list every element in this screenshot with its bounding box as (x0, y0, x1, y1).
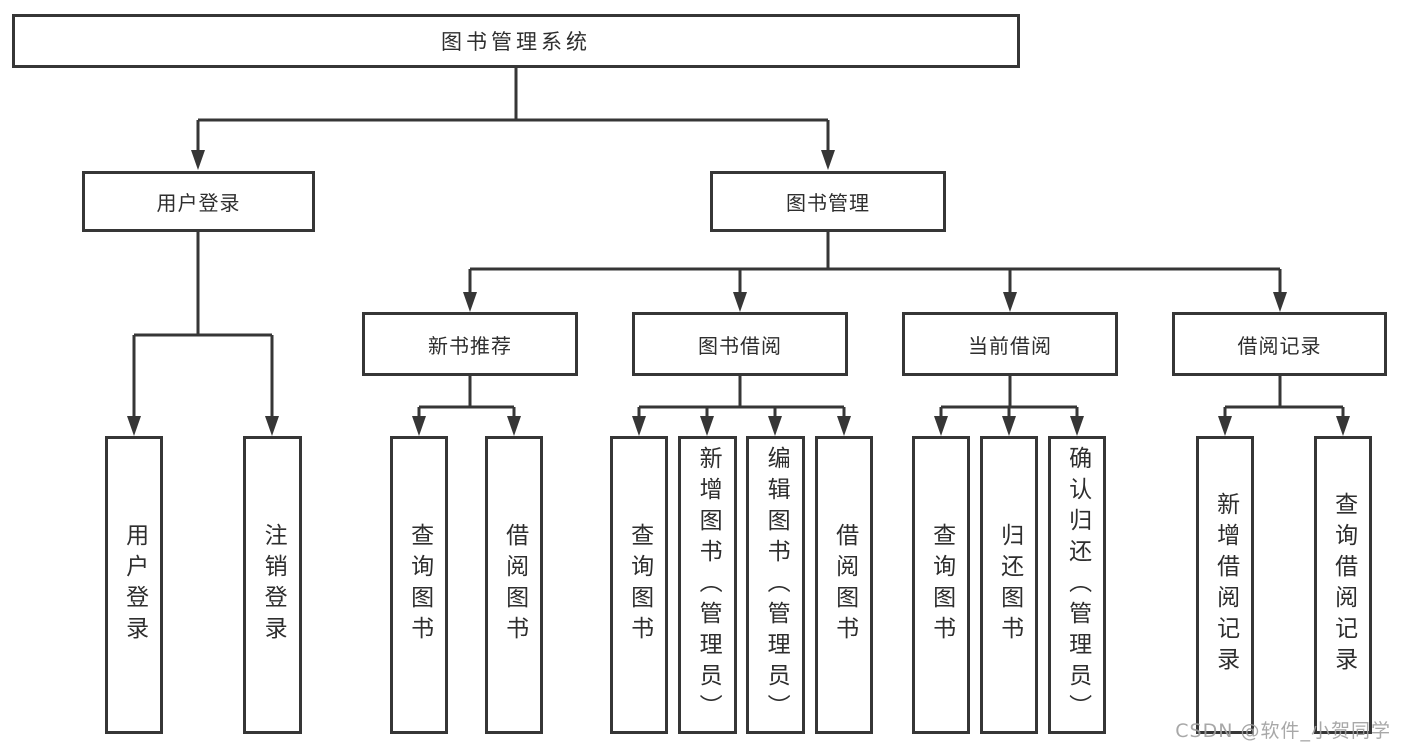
leaf-recommend-borrow-books: 借阅图书 (485, 436, 543, 734)
leaf-query-borrow-record-label: 查询借阅记录 (1330, 492, 1357, 678)
leaf-borrow-query-books: 查询图书 (610, 436, 668, 734)
node-user-login: 用户登录 (82, 171, 315, 232)
leaf-borrow-query-books-label: 查询图书 (626, 523, 653, 647)
leaf-recommend-query-books: 查询图书 (390, 436, 448, 734)
connector-book-borrow (637, 376, 846, 417)
leaf-query-borrow-record: 查询借阅记录 (1314, 436, 1372, 734)
arrow-icon (127, 416, 141, 436)
leaf-edit-books-admin: 编辑图书（管理员） (746, 436, 805, 734)
leaf-confirm-return-admin: 确认归还（管理员） (1048, 436, 1106, 734)
arrow-icon (1218, 416, 1232, 436)
node-root-label: 图书管理系统 (441, 30, 591, 54)
connector-book-management (468, 232, 1282, 293)
node-borrow-records-label: 借阅记录 (1237, 333, 1322, 358)
node-root-system: 图书管理系统 (12, 14, 1020, 68)
leaf-add-borrow-record-label: 新增借阅记录 (1212, 492, 1239, 678)
node-book-borrow-label: 图书借阅 (698, 333, 782, 358)
leaf-edit-books-admin-label: 编辑图书（管理员） (763, 445, 790, 725)
arrow-icon (733, 292, 747, 312)
node-book-borrow: 图书借阅 (632, 312, 848, 376)
connector-new-book-recommend (417, 376, 516, 417)
leaf-add-books-admin: 新增图书（管理员） (678, 436, 737, 734)
arrow-icon (934, 416, 948, 436)
connector-root (196, 68, 830, 151)
node-book-management-label: 图书管理 (786, 191, 870, 215)
leaf-current-query-books-label: 查询图书 (928, 523, 955, 647)
leaf-recommend-query-books-label: 查询图书 (406, 523, 433, 647)
arrow-icon (191, 150, 205, 170)
arrow-icon (821, 150, 835, 170)
leaf-borrow-books: 借阅图书 (815, 436, 873, 734)
arrow-icon (768, 416, 782, 436)
leaf-add-books-admin-label: 新增图书（管理员） (695, 445, 722, 725)
leaf-return-books-label: 归还图书 (996, 523, 1023, 647)
leaf-user-login-label: 用户登录 (121, 523, 148, 647)
arrow-icon (265, 416, 279, 436)
connector-current-borrow (939, 376, 1079, 417)
node-new-book-recommend-label: 新书推荐 (428, 333, 512, 358)
leaf-logout-label: 注销登录 (260, 523, 287, 647)
leaf-add-borrow-record: 新增借阅记录 (1196, 436, 1254, 734)
connector-strokes (132, 68, 1345, 417)
connector-user-login (132, 232, 274, 417)
node-current-borrow-label: 当前借阅 (968, 333, 1052, 358)
arrow-icon (507, 416, 521, 436)
node-book-management: 图书管理 (710, 171, 946, 232)
leaf-return-books: 归还图书 (980, 436, 1038, 734)
leaf-confirm-return-admin-label: 确认归还（管理员） (1064, 445, 1091, 725)
arrow-icon (632, 416, 646, 436)
leaf-current-query-books: 查询图书 (912, 436, 970, 734)
node-current-borrow: 当前借阅 (902, 312, 1118, 376)
arrow-icon (1002, 416, 1016, 436)
node-new-book-recommend: 新书推荐 (362, 312, 578, 376)
arrow-icon (700, 416, 714, 436)
arrow-icon (837, 416, 851, 436)
node-user-login-label: 用户登录 (156, 191, 241, 215)
arrow-icon (1003, 292, 1017, 312)
arrowheads (127, 150, 1350, 436)
arrow-icon (1273, 292, 1287, 312)
leaf-borrow-books-label: 借阅图书 (831, 523, 858, 647)
arrow-icon (412, 416, 426, 436)
leaf-logout: 注销登录 (243, 436, 302, 734)
leaf-recommend-borrow-books-label: 借阅图书 (501, 523, 528, 647)
arrow-icon (1336, 416, 1350, 436)
node-borrow-records: 借阅记录 (1172, 312, 1387, 376)
csdn-watermark: CSDN @软件_小贺同学 (1175, 720, 1391, 742)
leaf-user-login: 用户登录 (105, 436, 163, 734)
arrow-icon (463, 292, 477, 312)
arrow-icon (1070, 416, 1084, 436)
connector-borrow-records (1223, 376, 1345, 417)
